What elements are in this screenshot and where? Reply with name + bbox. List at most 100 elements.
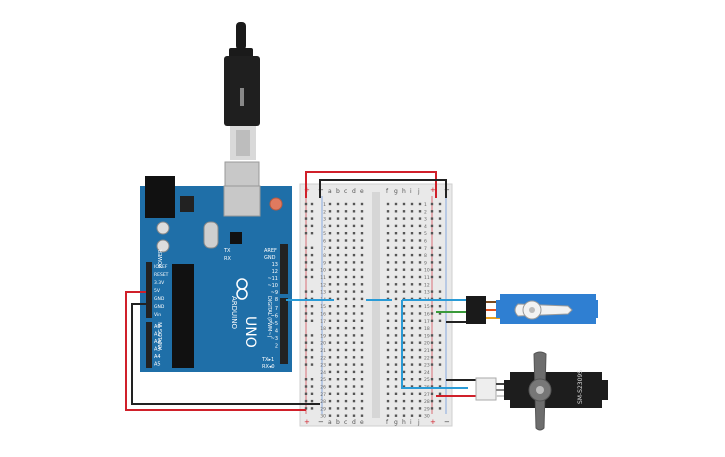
breadboard-hole[interactable] <box>328 297 332 301</box>
breadboard-hole[interactable] <box>386 370 390 374</box>
breadboard-hole[interactable] <box>336 275 340 279</box>
breadboard-hole[interactable] <box>402 275 406 279</box>
breadboard-hole[interactable] <box>410 239 414 242</box>
breadboard-hole[interactable] <box>352 319 356 322</box>
rail-hole[interactable] <box>438 378 442 381</box>
rail-hole[interactable] <box>430 392 434 395</box>
breadboard-hole[interactable] <box>336 202 340 206</box>
wire-blue-servo-bottom[interactable] <box>401 300 468 389</box>
breadboard-hole[interactable] <box>402 253 406 257</box>
breadboard-hole[interactable] <box>336 210 340 213</box>
rail-hole[interactable] <box>310 268 314 271</box>
rail-hole[interactable] <box>430 268 434 271</box>
breadboard-hole[interactable] <box>410 414 414 417</box>
breadboard-hole[interactable] <box>336 283 340 286</box>
breadboard-hole[interactable] <box>360 312 364 315</box>
breadboard-hole[interactable] <box>410 348 414 352</box>
rail-hole[interactable] <box>310 253 314 257</box>
rail-hole[interactable] <box>438 356 442 359</box>
breadboard-hole[interactable] <box>344 224 348 228</box>
breadboard-hole[interactable] <box>360 290 364 293</box>
breadboard-hole[interactable] <box>394 239 398 242</box>
breadboard-hole[interactable] <box>402 356 406 359</box>
breadboard-hole[interactable] <box>418 341 422 344</box>
wire-black-gnd[interactable] <box>131 303 320 405</box>
breadboard-hole[interactable] <box>344 283 348 286</box>
rail-hole[interactable] <box>430 275 434 279</box>
breadboard-hole[interactable] <box>336 326 340 330</box>
rail-hole[interactable] <box>438 290 442 293</box>
breadboard-hole[interactable] <box>394 305 398 308</box>
breadboard-hole[interactable] <box>336 239 340 242</box>
breadboard-hole[interactable] <box>402 407 406 410</box>
rail-hole[interactable] <box>430 217 434 220</box>
breadboard-hole[interactable] <box>402 326 406 330</box>
breadboard-hole[interactable] <box>360 210 364 213</box>
breadboard-hole[interactable] <box>386 334 390 337</box>
rail-hole[interactable] <box>430 312 434 315</box>
breadboard-hole[interactable] <box>336 414 340 417</box>
breadboard-hole[interactable] <box>386 261 390 264</box>
breadboard-hole[interactable] <box>410 261 414 264</box>
rail-hole[interactable] <box>304 268 308 271</box>
rail-hole[interactable] <box>304 246 308 249</box>
breadboard-hole[interactable] <box>394 356 398 359</box>
breadboard-hole[interactable] <box>344 305 348 308</box>
breadboard-hole[interactable] <box>418 253 422 257</box>
breadboard-hole[interactable] <box>336 399 340 403</box>
breadboard-hole[interactable] <box>352 246 356 249</box>
rail-hole[interactable] <box>304 275 308 279</box>
breadboard-hole[interactable] <box>360 363 364 366</box>
breadboard-hole[interactable] <box>394 319 398 322</box>
breadboard-hole[interactable] <box>402 268 406 271</box>
rail-hole[interactable] <box>438 319 442 322</box>
breadboard-hole[interactable] <box>418 385 422 388</box>
breadboard-hole[interactable] <box>328 210 332 213</box>
rail-hole[interactable] <box>430 297 434 301</box>
breadboard-hole[interactable] <box>352 341 356 344</box>
rail-hole[interactable] <box>310 334 314 337</box>
breadboard-hole[interactable] <box>410 363 414 366</box>
breadboard-hole[interactable] <box>352 399 356 403</box>
breadboard-hole[interactable] <box>344 268 348 271</box>
wire-black-top-rail[interactable] <box>319 179 447 198</box>
breadboard-hole[interactable] <box>418 392 422 395</box>
breadboard-hole[interactable] <box>344 356 348 359</box>
breadboard-hole[interactable] <box>336 356 340 359</box>
breadboard-hole[interactable] <box>418 283 422 286</box>
breadboard-hole[interactable] <box>360 334 364 337</box>
breadboard-hole[interactable] <box>336 312 340 315</box>
breadboard-hole[interactable] <box>410 202 414 206</box>
servo-black[interactable]: SM-S2309S <box>475 351 608 431</box>
arduino-uno-board[interactable]: ARDUINO UNO DIGITAL (PWM~) POWER ANALOG … <box>140 176 292 372</box>
breadboard-hole[interactable] <box>352 363 356 366</box>
breadboard-hole[interactable] <box>336 261 340 264</box>
breadboard-hole[interactable] <box>328 319 332 322</box>
breadboard-hole[interactable] <box>410 268 414 271</box>
rail-hole[interactable] <box>304 385 308 388</box>
breadboard-hole[interactable] <box>344 232 348 235</box>
rail-hole[interactable] <box>438 202 442 206</box>
breadboard-hole[interactable] <box>360 253 364 257</box>
breadboard-hole[interactable] <box>402 399 406 403</box>
breadboard-hole[interactable] <box>344 326 348 330</box>
breadboard-hole[interactable] <box>352 348 356 352</box>
breadboard-hole[interactable] <box>336 217 340 220</box>
breadboard-hole[interactable] <box>410 224 414 228</box>
breadboard-hole[interactable] <box>410 341 414 344</box>
breadboard-hole[interactable] <box>402 239 406 242</box>
rail-hole[interactable] <box>438 312 442 315</box>
rail-hole[interactable] <box>310 305 314 308</box>
breadboard-hole[interactable] <box>418 334 422 337</box>
breadboard-hole[interactable] <box>360 283 364 286</box>
breadboard-hole[interactable] <box>402 378 406 381</box>
rail-hole[interactable] <box>310 385 314 388</box>
rail-hole[interactable] <box>430 305 434 308</box>
rail-hole[interactable] <box>310 275 314 279</box>
rail-hole[interactable] <box>430 202 434 206</box>
breadboard-hole[interactable] <box>418 326 422 330</box>
rail-hole[interactable] <box>310 392 314 395</box>
rail-hole[interactable] <box>304 202 308 206</box>
breadboard-hole[interactable] <box>328 217 332 220</box>
